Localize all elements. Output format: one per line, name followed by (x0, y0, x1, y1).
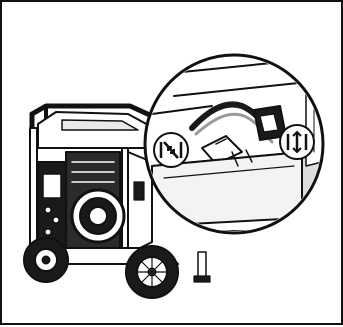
detail-callout (145, 55, 342, 233)
disconnected-icon (154, 133, 188, 167)
connected-icon (280, 125, 314, 159)
